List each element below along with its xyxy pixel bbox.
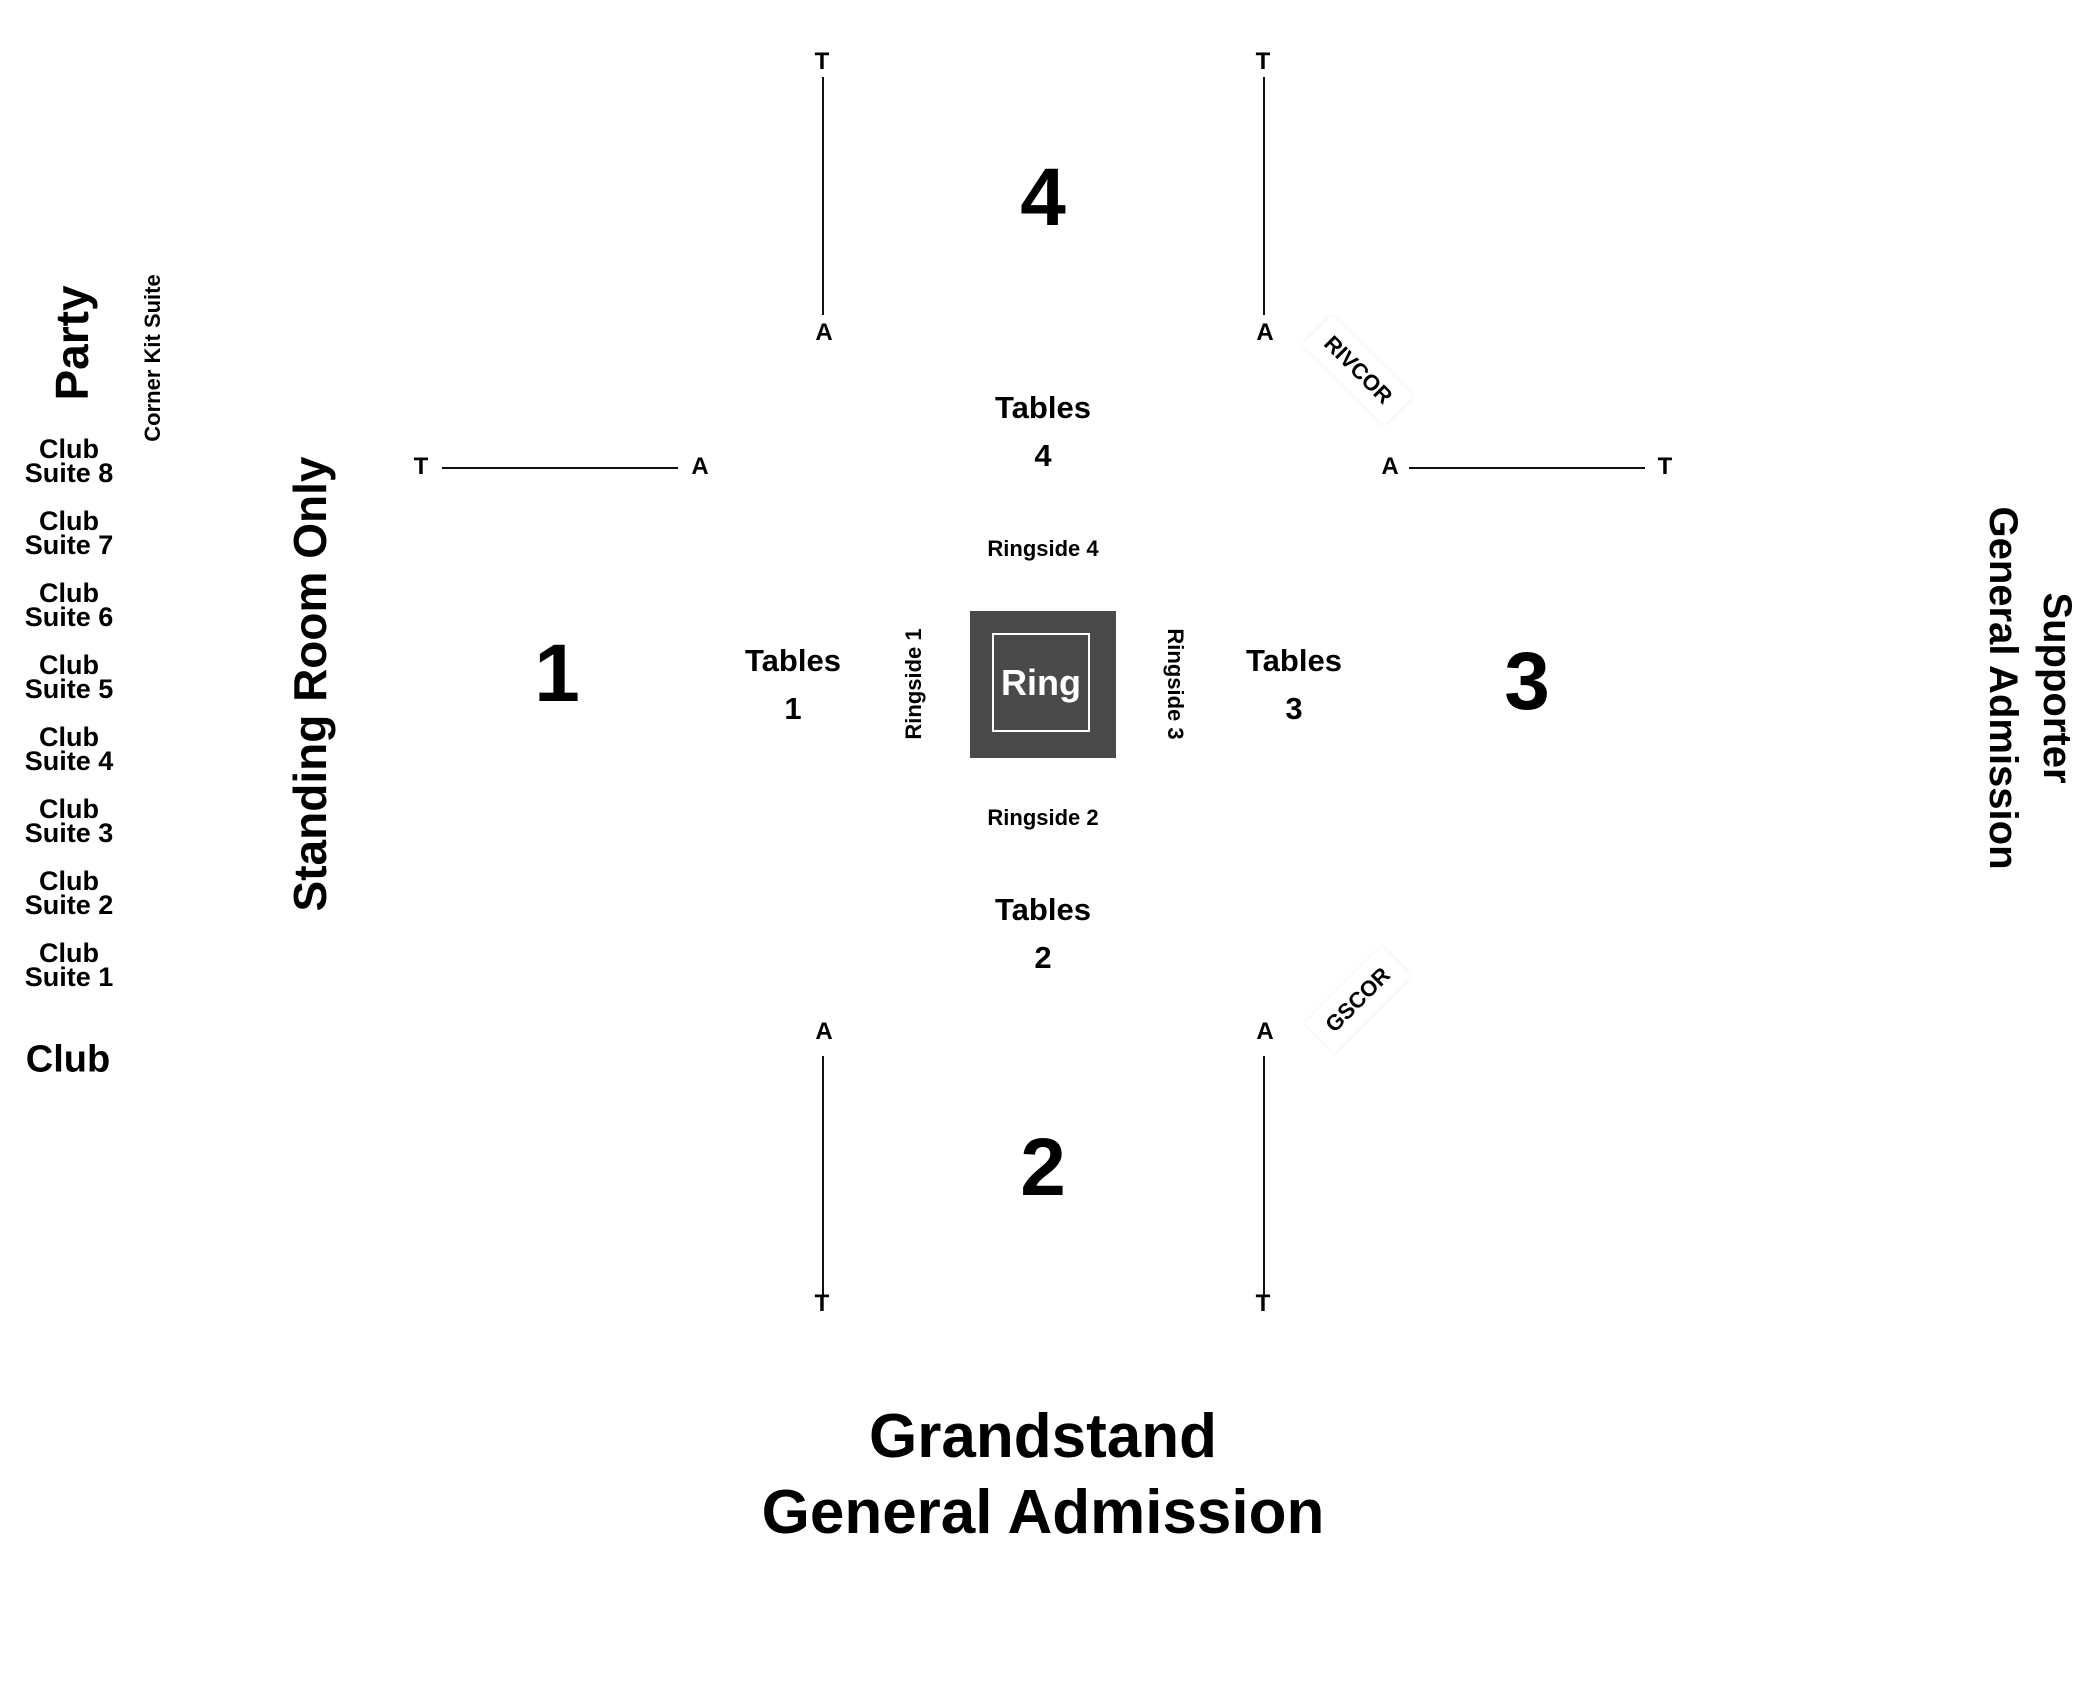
- club-suite-4[interactable]: Club Suite 4: [24, 722, 114, 776]
- tables-label: Tables: [995, 390, 1091, 425]
- tables-number: 4: [1034, 438, 1052, 473]
- club-suite-6[interactable]: Club Suite 6: [24, 578, 114, 632]
- club-suite-8[interactable]: Club Suite 8: [24, 434, 114, 488]
- aisle-access-marker: A: [815, 1018, 833, 1045]
- tables-number: 2: [1034, 940, 1052, 975]
- club-suite-line1: Club: [39, 938, 99, 968]
- club-suite-line1: Club: [39, 650, 99, 680]
- aisle-access-marker: A: [691, 453, 709, 480]
- aisle-top-marker: T: [1255, 48, 1271, 75]
- section-3[interactable]: 3: [1504, 636, 1550, 727]
- aisle-line: [1409, 467, 1645, 469]
- aisle-line: [822, 1056, 824, 1296]
- club-suite-line2: Suite 4: [24, 746, 114, 776]
- club-suite-line1: Club: [39, 722, 99, 752]
- club-suite-line2: Suite 2: [24, 890, 114, 920]
- section-4[interactable]: 4: [1020, 152, 1066, 243]
- aisle-top-marker: T: [1657, 453, 1673, 480]
- club-suite-line2: Suite 6: [24, 602, 114, 632]
- tables-4[interactable]: Tables 4: [995, 384, 1091, 480]
- supporter-label: Supporter: [2035, 592, 2079, 784]
- club-suite-3[interactable]: Club Suite 3: [24, 794, 114, 848]
- tables-3[interactable]: Tables 3: [1246, 637, 1342, 733]
- ringside-3[interactable]: Ringside 3: [1163, 628, 1188, 740]
- aisle-access-marker: A: [1381, 453, 1399, 480]
- tables-1[interactable]: Tables 1: [745, 637, 841, 733]
- club-suite-1[interactable]: Club Suite 1: [24, 938, 114, 992]
- party-area[interactable]: Party: [46, 285, 98, 401]
- club-suite-line1: Club: [39, 434, 99, 464]
- rivcor-corner-label[interactable]: RIVCOR: [1303, 315, 1413, 425]
- club-suite-line1: Club: [39, 866, 99, 896]
- corner-kit-suite[interactable]: Corner Kit Suite: [140, 274, 165, 442]
- tables-number: 1: [784, 691, 802, 726]
- aisle-line: [442, 467, 678, 469]
- tables-number: 3: [1285, 691, 1303, 726]
- ringside-2[interactable]: Ringside 2: [987, 805, 1099, 830]
- ringside-4[interactable]: Ringside 4: [987, 536, 1099, 561]
- supporter-general-admission[interactable]: Supporter General Admission: [1976, 506, 2084, 869]
- ring-label: Ring: [992, 633, 1090, 732]
- aisle-access-marker: A: [1256, 319, 1274, 346]
- general-admission-label: General Admission: [761, 1478, 1325, 1547]
- aisle-top-marker: T: [1255, 1290, 1271, 1317]
- tables-label: Tables: [745, 643, 841, 678]
- club-suite-line2: Suite 1: [24, 962, 114, 992]
- aisle-access-marker: A: [1256, 1018, 1274, 1045]
- aisle-top-marker: T: [814, 1290, 830, 1317]
- tables-2[interactable]: Tables 2: [995, 886, 1091, 982]
- club-area[interactable]: Club: [25, 1038, 111, 1081]
- grandstand-label: Grandstand: [869, 1402, 1217, 1471]
- club-suite-5[interactable]: Club Suite 5: [24, 650, 114, 704]
- general-admission-label: General Admission: [1981, 506, 2025, 870]
- ringside-1[interactable]: Ringside 1: [901, 628, 926, 740]
- section-1[interactable]: 1: [534, 628, 580, 719]
- aisle-top-marker: T: [413, 453, 429, 480]
- aisle-access-marker: A: [815, 319, 833, 346]
- gscor-corner-label[interactable]: GSCOR: [1304, 946, 1412, 1054]
- section-2[interactable]: 2: [1020, 1122, 1066, 1213]
- aisle-line: [1263, 1056, 1265, 1296]
- standing-room-only[interactable]: Standing Room Only: [284, 456, 336, 912]
- club-suite-line2: Suite 3: [24, 818, 114, 848]
- aisle-line: [1263, 77, 1265, 315]
- club-suite-line2: Suite 5: [24, 674, 114, 704]
- club-suite-line2: Suite 7: [24, 530, 114, 560]
- tables-label: Tables: [1246, 643, 1342, 678]
- ring[interactable]: Ring: [970, 611, 1116, 758]
- tables-label: Tables: [995, 892, 1091, 927]
- club-suite-line1: Club: [39, 794, 99, 824]
- club-suite-2[interactable]: Club Suite 2: [24, 866, 114, 920]
- club-suite-line1: Club: [39, 578, 99, 608]
- aisle-line: [822, 77, 824, 315]
- club-suite-line1: Club: [39, 506, 99, 536]
- aisle-top-marker: T: [814, 48, 830, 75]
- grandstand-general-admission[interactable]: Grandstand General Admission: [762, 1399, 1325, 1551]
- club-suite-7[interactable]: Club Suite 7: [24, 506, 114, 560]
- club-suite-line2: Suite 8: [24, 458, 114, 488]
